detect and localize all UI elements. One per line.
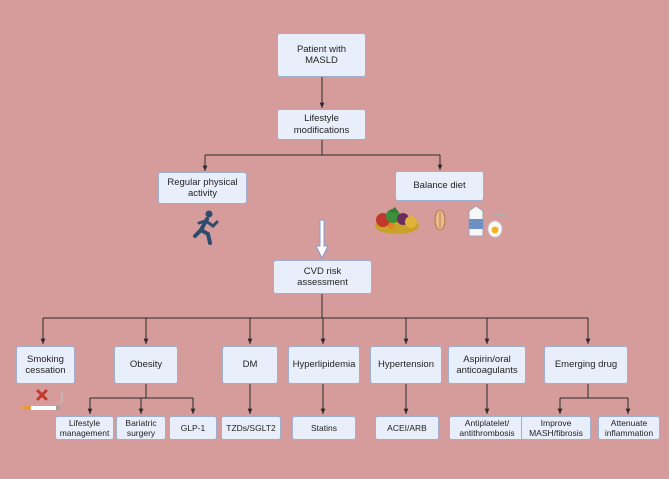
lifestyle-management-node: Lifestyle management (55, 416, 114, 440)
improve-mash-node: Improve MASH/fibrosis (521, 416, 591, 440)
glp1-node: GLP-1 (169, 416, 217, 440)
dm-label: DM (242, 359, 258, 371)
physical-activity-node: Regular physical activity (158, 172, 247, 204)
physical-activity-label: Regular physical activity (167, 176, 238, 199)
cvd-risk-label: CVD risk assessment (297, 265, 348, 288)
emerging-drug-node: Emerging drug (544, 346, 628, 384)
aspirin-label: Aspirin/oral anticoagulants (456, 353, 518, 376)
nut-icon (434, 209, 446, 231)
emerging-drug-label: Emerging drug (554, 359, 618, 371)
acei-node: ACEI/ARB (375, 416, 439, 440)
attenuate-inflammation-node: Attenuate inflammation (598, 416, 660, 440)
glp1-label: GLP-1 (180, 422, 206, 433)
obesity-label: Obesity (129, 359, 163, 371)
bariatric-surgery-label: Bariatric surgery (125, 417, 157, 438)
hypertension-node: Hypertension (370, 346, 442, 384)
hyperlipidemia-label: Hyperlipidemia (292, 359, 356, 371)
statins-node: Statins (292, 416, 356, 440)
lifestyle-node-label: Lifestyle modifications (293, 113, 350, 136)
dm-node: DM (222, 346, 278, 384)
aspirin-node: Aspirin/oral anticoagulants (448, 346, 526, 384)
egg-icon (487, 213, 507, 238)
smoking-cessation-label: Smoking cessation (25, 353, 66, 376)
cvd-risk-node: CVD risk assessment (273, 260, 372, 294)
antiplatelet-node: Antiplatelet/ antithrombosis (449, 416, 525, 440)
no-smoking-icon (22, 389, 64, 410)
acei-label: ACEI/ARB (387, 422, 427, 433)
antiplatelet-label: Antiplatelet/ antithrombosis (459, 417, 515, 438)
improve-mash-label: Improve MASH/fibrosis (529, 417, 583, 438)
obesity-node: Obesity (114, 346, 178, 384)
hypertension-label: Hypertension (378, 359, 434, 371)
smoking-cessation-node: Smoking cessation (16, 346, 75, 384)
tzds-node: TZDs/SGLT2 (221, 416, 281, 440)
hyperlipidemia-node: Hyperlipidemia (288, 346, 360, 384)
running-person-icon (193, 210, 219, 245)
patient-node-label: Patient with MASLD (296, 43, 347, 66)
balance-diet-label: Balance diet (413, 180, 466, 192)
balance-diet-node: Balance diet (395, 171, 484, 201)
tzds-label: TZDs/SGLT2 (226, 422, 276, 433)
vegetables-fruit-icon (375, 207, 419, 234)
lifestyle-node: Lifestyle modifications (277, 109, 366, 140)
patient-node: Patient with MASLD (277, 33, 366, 77)
bariatric-surgery-node: Bariatric surgery (116, 416, 166, 440)
lifestyle-management-label: Lifestyle management (59, 417, 110, 438)
attenuate-inflammation-label: Attenuate inflammation (604, 417, 654, 438)
statins-label: Statins (311, 422, 337, 433)
milk-carton-icon (468, 205, 484, 237)
hollow-down-arrow-icon (315, 219, 329, 260)
